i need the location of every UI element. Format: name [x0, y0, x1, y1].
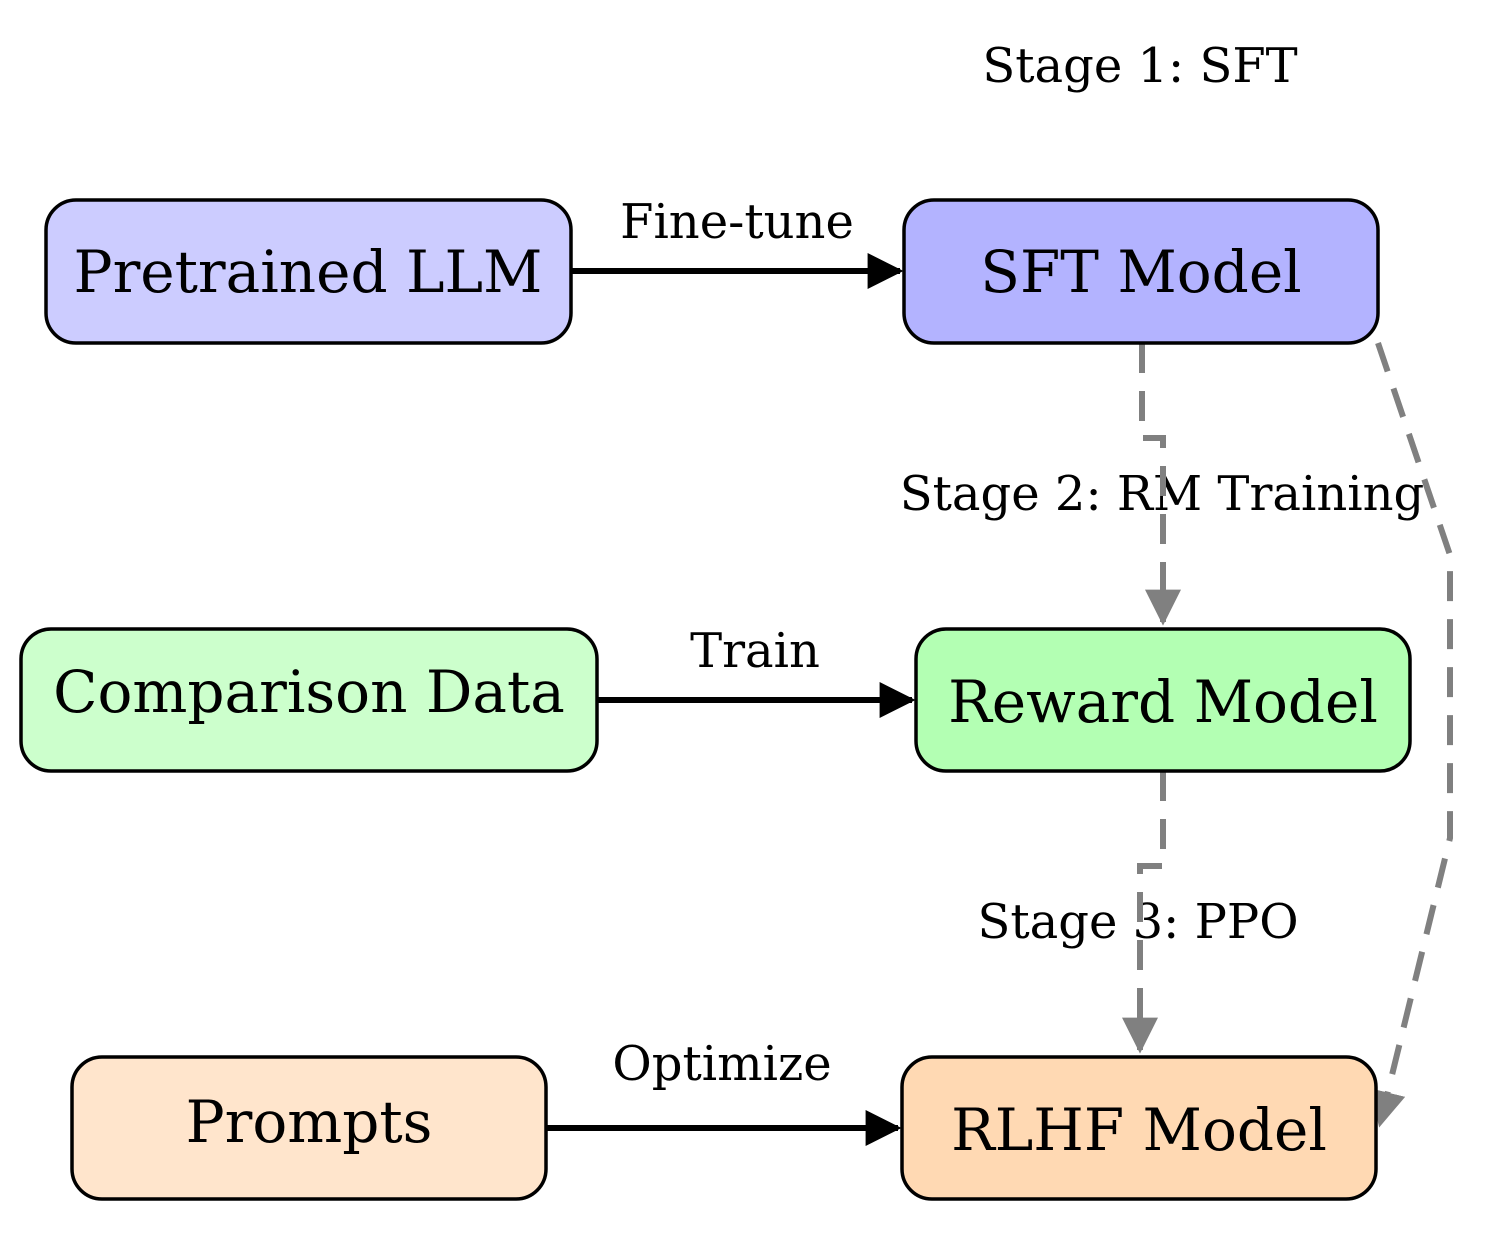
reward-model-node: Reward Model [914, 627, 1412, 773]
sft-model-label: SFT Model [980, 238, 1301, 306]
reward-model-label: Reward Model [948, 668, 1378, 736]
sft-model-node: SFT Model [902, 198, 1380, 345]
pretrained-llm-node: Pretrained LLM [44, 198, 573, 345]
stage-1-label: Stage 1: SFT [982, 38, 1297, 94]
pretrained-llm-label: Pretrained LLM [74, 238, 543, 306]
optimize-label: Optimize [612, 1036, 831, 1092]
comparison-data-label: Comparison Data [53, 658, 565, 726]
prompts-node: Prompts [70, 1055, 548, 1201]
rlhf-model-label: RLHF Model [951, 1096, 1327, 1164]
edge-sft-to-rlhf [1370, 342, 1453, 1128]
rlhf-model-node: RLHF Model [900, 1055, 1378, 1201]
edge-reward-to-rlhf [1122, 771, 1166, 1054]
edge-sft-to-reward [1139, 343, 1181, 626]
fine-tune-label: Fine-tune [620, 194, 854, 250]
comparison-data-node: Comparison Data [19, 627, 599, 773]
prompts-label: Prompts [186, 1088, 433, 1156]
train-label: Train [690, 623, 820, 679]
